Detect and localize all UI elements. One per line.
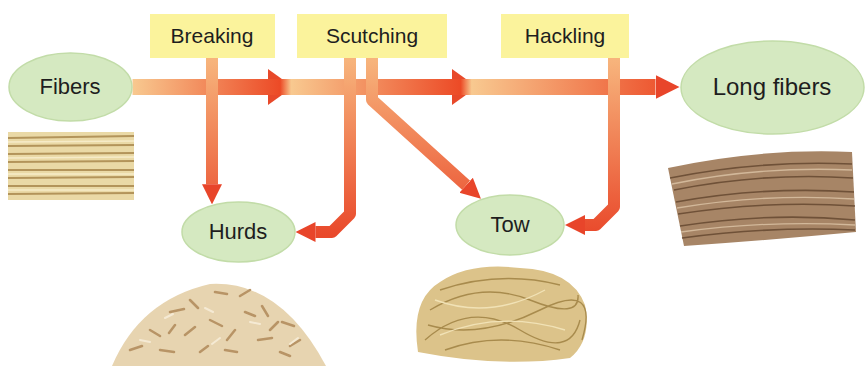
tow-tuft-picture: [416, 267, 586, 362]
byproduct-ellipse: Hurds: [181, 201, 296, 263]
node-label: Long fibers: [713, 73, 832, 101]
byproduct-ellipse: Tow: [455, 194, 565, 256]
step-box: Scutching: [297, 14, 447, 58]
branch-arrow: [372, 58, 466, 185]
node-label: Hackling: [525, 24, 606, 48]
hurds-pile-picture: [112, 284, 326, 366]
long-fibers-picture: [668, 151, 856, 246]
branch-arrow: [585, 58, 614, 225]
branch-arrow: [206, 58, 218, 184]
node-label: Hurds: [209, 219, 268, 244]
step-box: Hackling: [501, 14, 629, 58]
node-label: Tow: [490, 212, 529, 237]
ellipse-shape: [681, 41, 864, 134]
ellipse-shape: [182, 202, 295, 262]
input-ellipse: Fibers: [8, 52, 133, 122]
step-box: Breaking: [150, 14, 275, 58]
node-label: Fibers: [39, 74, 100, 99]
node-label: Breaking: [171, 24, 254, 48]
ellipse-shape: [9, 53, 132, 121]
output-ellipse: Long fibers: [680, 40, 865, 135]
branch-arrow: [316, 58, 351, 232]
node-label: Scutching: [326, 24, 418, 48]
ellipse-shape: [456, 195, 564, 255]
stem-bundle-picture: [8, 132, 134, 200]
